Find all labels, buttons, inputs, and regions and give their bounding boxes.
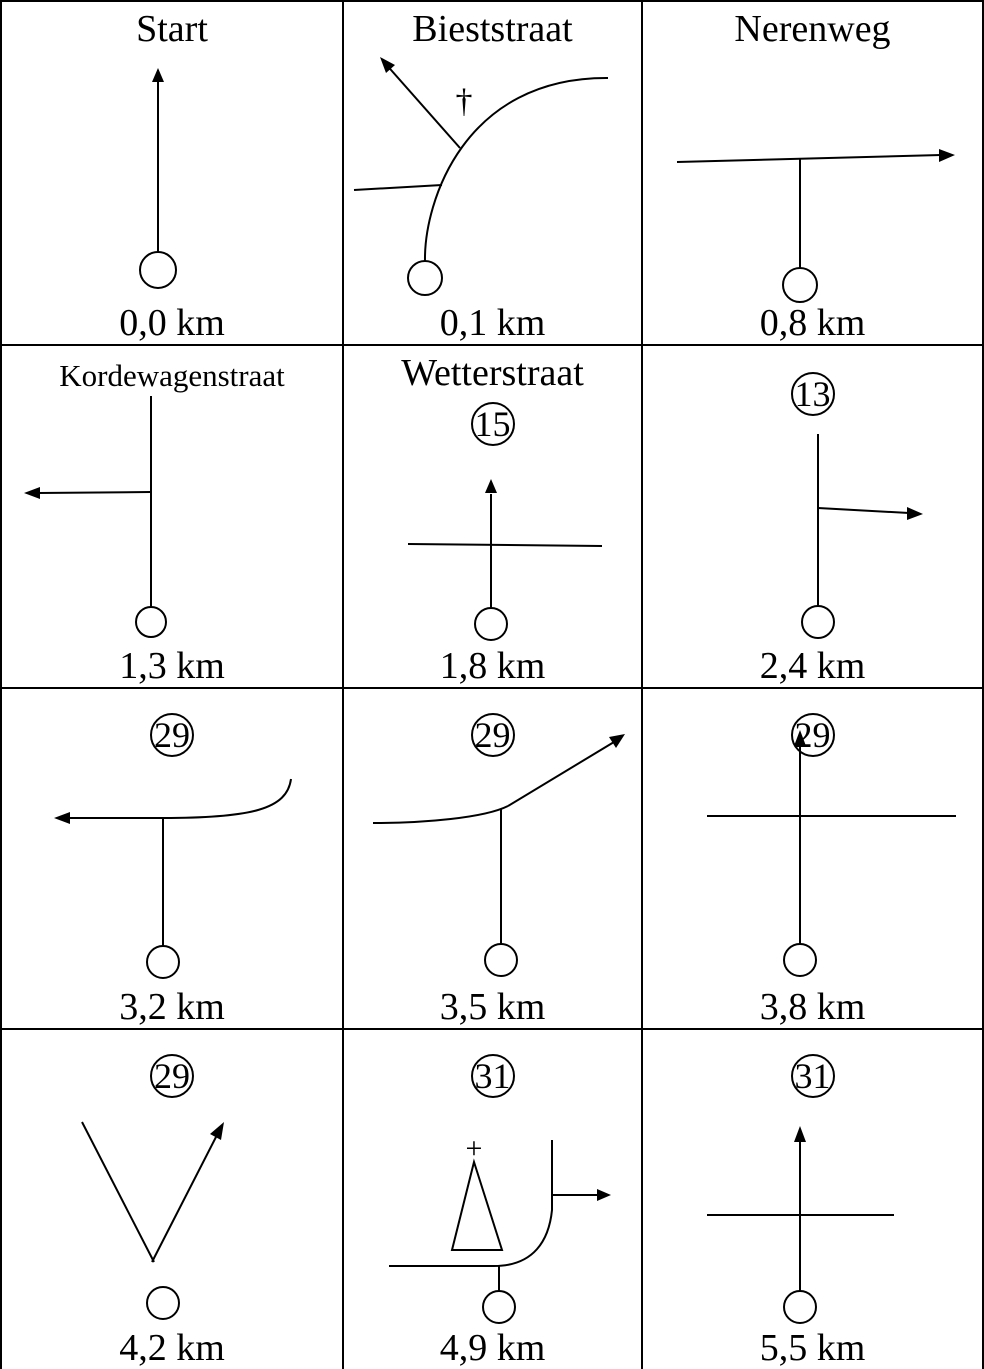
route-number-badge: 13 <box>790 372 835 416</box>
route-diagram <box>707 730 956 977</box>
arrowhead <box>907 507 923 520</box>
route-diagram <box>707 1126 894 1324</box>
start-circle <box>139 251 177 289</box>
step-distance: 4,2 km <box>119 1327 225 1369</box>
start-circle <box>801 605 835 639</box>
arrowhead <box>380 57 395 73</box>
arrowhead <box>152 68 164 82</box>
arrowhead <box>609 734 625 748</box>
step-start: Start 0,0 km <box>0 0 342 344</box>
arrowhead <box>210 1122 224 1140</box>
start-circle <box>146 1286 180 1320</box>
start-circle <box>783 943 817 977</box>
arrowhead <box>939 149 955 162</box>
step-route-29-b: 29 3,5 km <box>342 687 641 1028</box>
step-distance: 4,9 km <box>439 1327 546 1369</box>
curved-road <box>372 805 509 824</box>
step-distance: 3,5 km <box>439 986 546 1028</box>
step-wetterstraat: Wetterstraat 15 1,8 km <box>342 344 641 687</box>
step-title: Wetterstraat <box>401 352 584 394</box>
arrowhead <box>794 730 806 746</box>
route-number-badge: 15 <box>470 402 515 446</box>
curved-road <box>423 76 609 262</box>
start-circle <box>135 606 167 638</box>
cross-road-arrow <box>676 154 942 163</box>
route-diagram <box>372 734 625 977</box>
step-distance: 5,5 km <box>759 1327 866 1369</box>
start-circle <box>146 945 180 979</box>
route-number-badge: 29 <box>470 713 515 757</box>
church-icon <box>450 1158 504 1251</box>
step-route-13: 13 2,4 km <box>641 344 984 687</box>
route-number-badge: 29 <box>150 1054 194 1098</box>
cross-symbol: + <box>466 1132 483 1165</box>
route-diagram <box>81 1121 224 1320</box>
step-route-31-a: 31 + 4,9 km <box>342 1028 641 1369</box>
step-distance: 2,4 km <box>759 645 866 687</box>
step-title: Start <box>136 8 208 50</box>
side-road <box>353 184 443 191</box>
side-road <box>81 1121 155 1263</box>
start-circle <box>474 607 508 641</box>
arrowhead <box>54 812 70 824</box>
arrowhead <box>24 487 40 499</box>
turn-arrow <box>151 1136 217 1263</box>
step-route-31-b: 31 5,5 km <box>641 1028 984 1369</box>
step-kordewagenstraat: Kordewagenstraat 1,3 km <box>0 344 342 687</box>
turn-arrow <box>507 741 615 807</box>
step-route-29-c: 29 3,8 km <box>641 687 984 1028</box>
step-distance: 0,0 km <box>119 302 225 344</box>
step-distance: 3,8 km <box>759 986 866 1028</box>
cross-symbol: † <box>456 83 473 120</box>
arrowhead <box>597 1189 611 1201</box>
step-title: Bieststraat <box>412 8 573 50</box>
route-diagram: + <box>389 1132 611 1324</box>
step-title: Nerenweg <box>734 8 891 50</box>
route-number-badge: 31 <box>470 1054 515 1098</box>
cross-road <box>407 543 603 547</box>
route-diagram <box>407 479 603 641</box>
step-distance: 1,8 km <box>439 645 546 687</box>
step-bieststraat: Bieststraat † 0,1 km <box>342 0 641 344</box>
right-arrow <box>817 507 910 514</box>
route-diagram: † <box>353 57 609 296</box>
start-circle <box>482 1290 516 1324</box>
arrowhead <box>794 1126 806 1142</box>
route-number-badge: 31 <box>790 1054 835 1098</box>
route-diagram <box>676 149 955 303</box>
start-circle <box>407 260 443 296</box>
step-distance: 1,3 km <box>119 645 225 687</box>
start-circle <box>782 267 818 303</box>
step-route-29-d: 29 4,2 km <box>0 1028 342 1369</box>
start-circle <box>484 943 518 977</box>
route-number-badge: 29 <box>150 713 194 757</box>
curved-road <box>389 1140 553 1267</box>
step-distance: 3,2 km <box>119 986 225 1028</box>
route-diagram <box>801 434 923 639</box>
start-circle <box>783 1290 817 1324</box>
route-diagram <box>24 396 167 638</box>
arrowhead <box>485 479 497 493</box>
left-arrow <box>37 491 152 494</box>
step-route-29-a: 29 3,2 km <box>0 687 342 1028</box>
step-distance: 0,1 km <box>439 302 546 344</box>
curved-road-arrow <box>68 778 292 819</box>
step-nerenweg: Nerenweg 0,8 km <box>641 0 984 344</box>
turn-arrow <box>383 61 461 149</box>
step-distance: 0,8 km <box>759 302 866 344</box>
route-diagram <box>54 778 292 979</box>
route-diagram <box>139 68 177 289</box>
step-title: Kordewagenstraat <box>59 358 285 393</box>
